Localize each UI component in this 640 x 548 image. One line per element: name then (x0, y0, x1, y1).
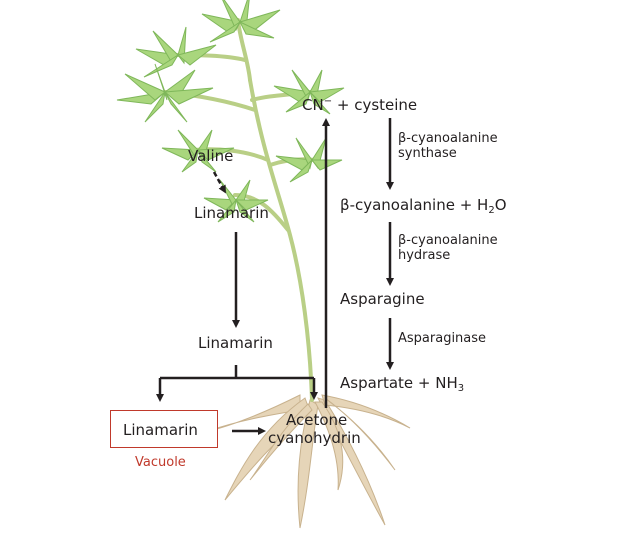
enzyme-hydrase-line2: hydrase (398, 248, 451, 263)
vacuole-box (110, 410, 218, 448)
aspartate-text: Aspartate + NH (340, 374, 458, 392)
roots (204, 394, 411, 529)
enzyme-synthase-line1: β-cyanoalanine (398, 131, 498, 146)
cn-text: CN (302, 96, 324, 114)
enzyme-hydrase-label: β-cyanoalanine hydrase (398, 233, 498, 263)
h2o-o-text: O (494, 196, 507, 214)
cyanohydrin-label: cyanohydrin (268, 429, 361, 447)
h2o-subscript: 2 (488, 205, 495, 216)
cyanoalanine-h2o-label: β-cyanoalanine + H2O (340, 196, 507, 216)
nh3-subscript: 3 (457, 383, 465, 394)
cn-charge: − (323, 96, 333, 107)
vacuole-caption: Vacuole (135, 455, 186, 470)
enzyme-asparaginase-label: Asparaginase (398, 331, 487, 346)
cn-cysteine-label: CN− + cysteine (302, 93, 417, 114)
enzyme-synthase-line2: synthase (398, 146, 457, 161)
aspartate-nh3-label: Aspartate + NH3 (340, 374, 465, 394)
leaves (116, 0, 345, 223)
acetone-label: Acetone (286, 411, 348, 429)
plant-arrows (156, 118, 330, 435)
cyanoalanine-text: β-cyanoalanine + H (340, 196, 489, 214)
cysteine-text: + cysteine (332, 96, 418, 114)
enzyme-synthase-label: β-cyanoalanine synthase (398, 131, 498, 161)
linamarin-mid-label: Linamarin (198, 334, 273, 352)
vacuole-linamarin-label: Linamarin (123, 421, 198, 439)
enzyme-hydrase-line1: β-cyanoalanine (398, 233, 498, 248)
valine-label: Valine (188, 147, 234, 165)
asparagine-label: Asparagine (340, 290, 425, 308)
linamarin-top-label: Linamarin (194, 204, 269, 222)
